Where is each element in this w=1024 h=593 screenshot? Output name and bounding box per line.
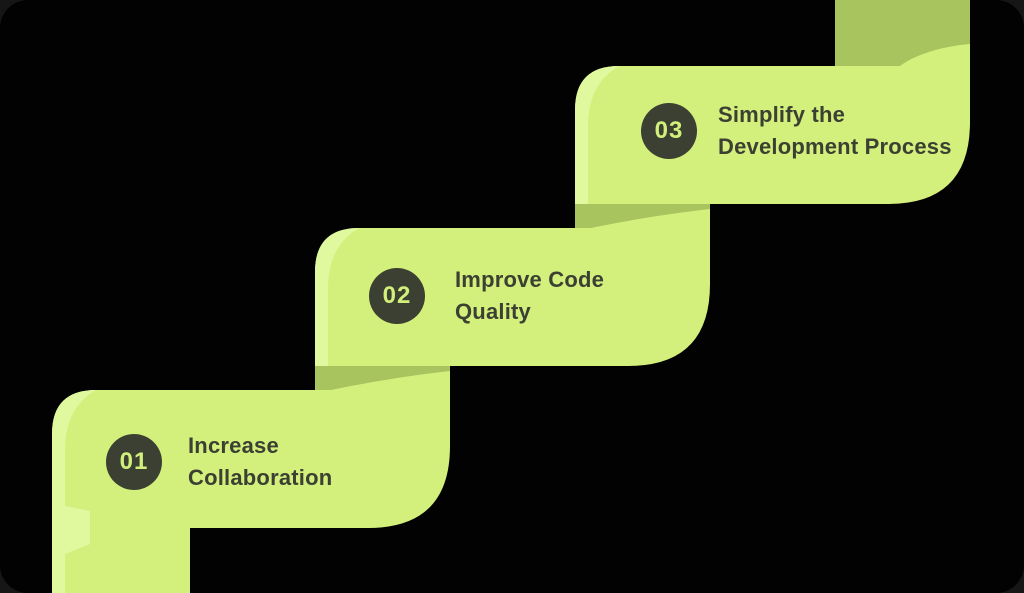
step-number-2: 02 [382,282,412,309]
ribbon-fold-shadow-3-2 [575,204,710,228]
step-item-3: 03 Simplify the Development Process [641,99,952,163]
step-number-badge-1: 01 [106,434,162,490]
step-number-badge-3: 03 [641,103,697,159]
ribbon-highlight-3 [575,66,619,204]
step-number-badge-2: 02 [369,268,425,324]
ribbon-fold-shadow-2-1 [315,366,450,390]
ribbon-band-1 [52,366,450,593]
ribbon-highlight-1 [52,390,96,593]
step-item-2: 02 Improve Code Quality [369,264,604,328]
step-title-2: Improve Code Quality [455,267,605,324]
step-number-1: 01 [119,448,149,475]
ribbon-top-fold-shadow [835,0,970,66]
step-item-1: 01 Increase Collaboration [106,430,332,494]
step-number-3: 03 [654,117,684,144]
step-title-3: Simplify the Development Process [718,102,952,159]
ribbon-highlight-2 [315,228,359,366]
step-title-1: Increase Collaboration [188,433,333,490]
ribbon-band-2 [315,204,710,366]
